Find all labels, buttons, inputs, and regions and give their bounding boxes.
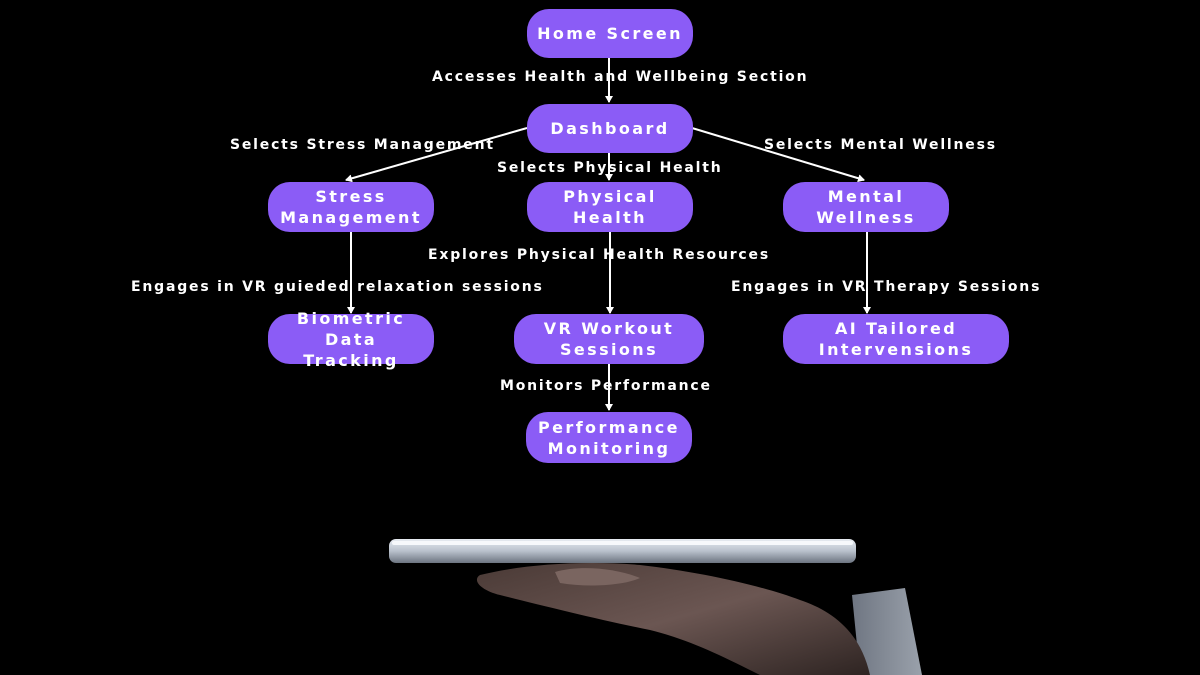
edge-label-dashboard-to-mental: Selects Mental Wellness <box>764 137 997 153</box>
node-ai-tailored-intervensions: AI Tailored Intervensions <box>783 314 1009 364</box>
edge-label-stress-to-biometric: Engages in VR guieded relaxation session… <box>131 279 544 295</box>
edge-label-home-to-dashboard: Accesses Health and Wellbeing Section <box>432 69 809 85</box>
edge-label-vr-to-performance: Monitors Performance <box>500 378 712 394</box>
node-home-screen: Home Screen <box>527 9 693 58</box>
node-performance-monitoring: Performance Monitoring <box>526 412 692 463</box>
hand <box>476 563 870 675</box>
node-stress-management: Stress Management <box>268 182 434 232</box>
edge-label-physical-to-vr: Explores Physical Health Resources <box>428 247 770 263</box>
edge-label-mental-to-ai: Engages in VR Therapy Sessions <box>731 279 1042 295</box>
tablet-edge-highlight <box>392 541 853 545</box>
node-biometric-data-tracking: Biometric Data Tracking <box>268 309 434 370</box>
node-vr-workout-sessions: VR Workout Sessions <box>514 314 704 364</box>
node-mental-wellness: Mental Wellness <box>783 182 949 232</box>
hand-holding-tablet-image <box>389 539 922 675</box>
edge-label-dashboard-to-physical: Selects Physical Health <box>497 160 723 176</box>
edge-label-dashboard-to-stress: Selects Stress Management <box>230 137 495 153</box>
edge-arrows <box>345 58 871 411</box>
node-dashboard: Dashboard <box>527 104 693 153</box>
sleeve <box>852 588 922 675</box>
arrow-dashboard-to-stress <box>345 127 528 183</box>
thumb <box>555 568 640 586</box>
node-physical-health: Physical Health <box>527 182 693 232</box>
arrow-dashboard-to-mental <box>691 127 865 183</box>
